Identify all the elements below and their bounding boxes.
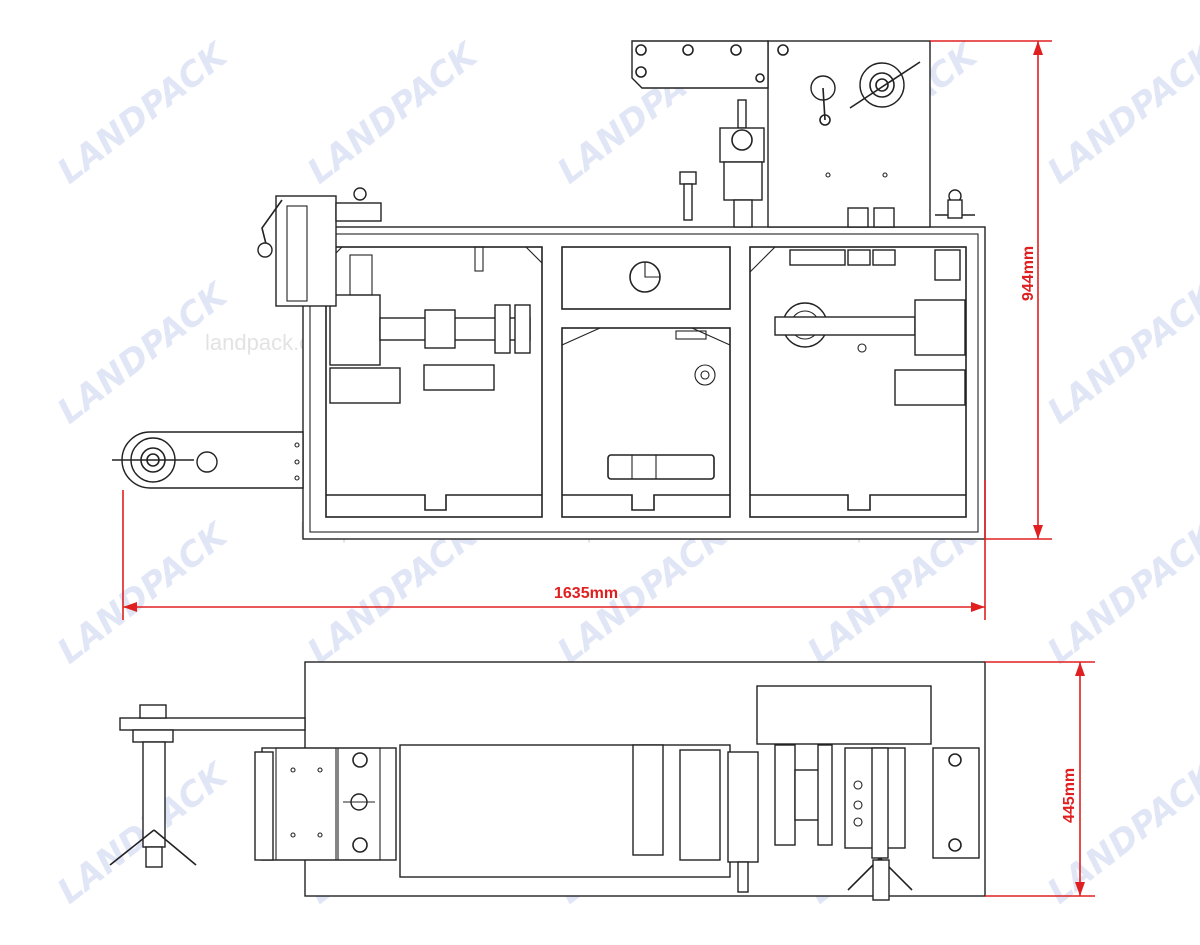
watermark-logo: LANDPACK xyxy=(300,34,487,192)
side-roll-spindle xyxy=(142,741,166,848)
left-crank-bracket xyxy=(275,195,337,307)
height-side-label: 445mm xyxy=(1061,768,1078,823)
dimension-height-side: 445mm xyxy=(985,661,1095,897)
side-right-end-block xyxy=(932,747,980,859)
top-view xyxy=(112,40,986,540)
watermark-logo: LANDPACK xyxy=(50,514,237,672)
left-forming-block xyxy=(329,294,381,366)
right-rail xyxy=(750,494,966,511)
watermark-logo: LANDPACK xyxy=(1040,34,1200,192)
side-view xyxy=(109,661,986,901)
arrow-left xyxy=(123,602,137,612)
top-plate xyxy=(631,40,769,89)
right-bay xyxy=(749,246,967,518)
dimension-height-top: 944mm xyxy=(930,40,1052,540)
height-top-label: 944mm xyxy=(1020,246,1037,301)
main-frame xyxy=(302,226,986,540)
side-roll-arm xyxy=(119,717,306,731)
arrow-right xyxy=(971,602,985,612)
right-forming-block xyxy=(914,299,966,356)
side-panel xyxy=(399,744,731,878)
watermark-logo: LANDPACK xyxy=(1040,274,1200,432)
right-guide-block xyxy=(894,369,966,406)
film-roll-top xyxy=(859,62,905,108)
sprocket xyxy=(694,364,716,386)
dimension-length: 1635mm xyxy=(122,480,986,620)
film-unwind-panel xyxy=(767,40,931,228)
heater-head xyxy=(719,127,765,163)
side-center-block-c xyxy=(727,751,759,863)
side-left-station xyxy=(261,747,397,861)
left-bay xyxy=(325,246,543,518)
center-bay xyxy=(561,327,731,518)
center-top-box xyxy=(561,246,731,310)
center-handle-slot xyxy=(607,454,715,480)
length-label: 1635mm xyxy=(554,585,618,602)
side-top-box xyxy=(756,685,932,745)
left-bracket xyxy=(423,364,495,391)
watermark-logo: LANDPACK xyxy=(50,34,237,192)
center-rail xyxy=(562,494,730,511)
watermark-logo: LANDPACK xyxy=(1040,514,1200,672)
left-guide-block xyxy=(329,367,401,404)
left-rail xyxy=(326,494,542,511)
main-frame-inner xyxy=(309,233,979,533)
side-center-block-b xyxy=(679,749,721,861)
side-center-block-a xyxy=(632,744,664,856)
right-shaft xyxy=(774,316,916,336)
